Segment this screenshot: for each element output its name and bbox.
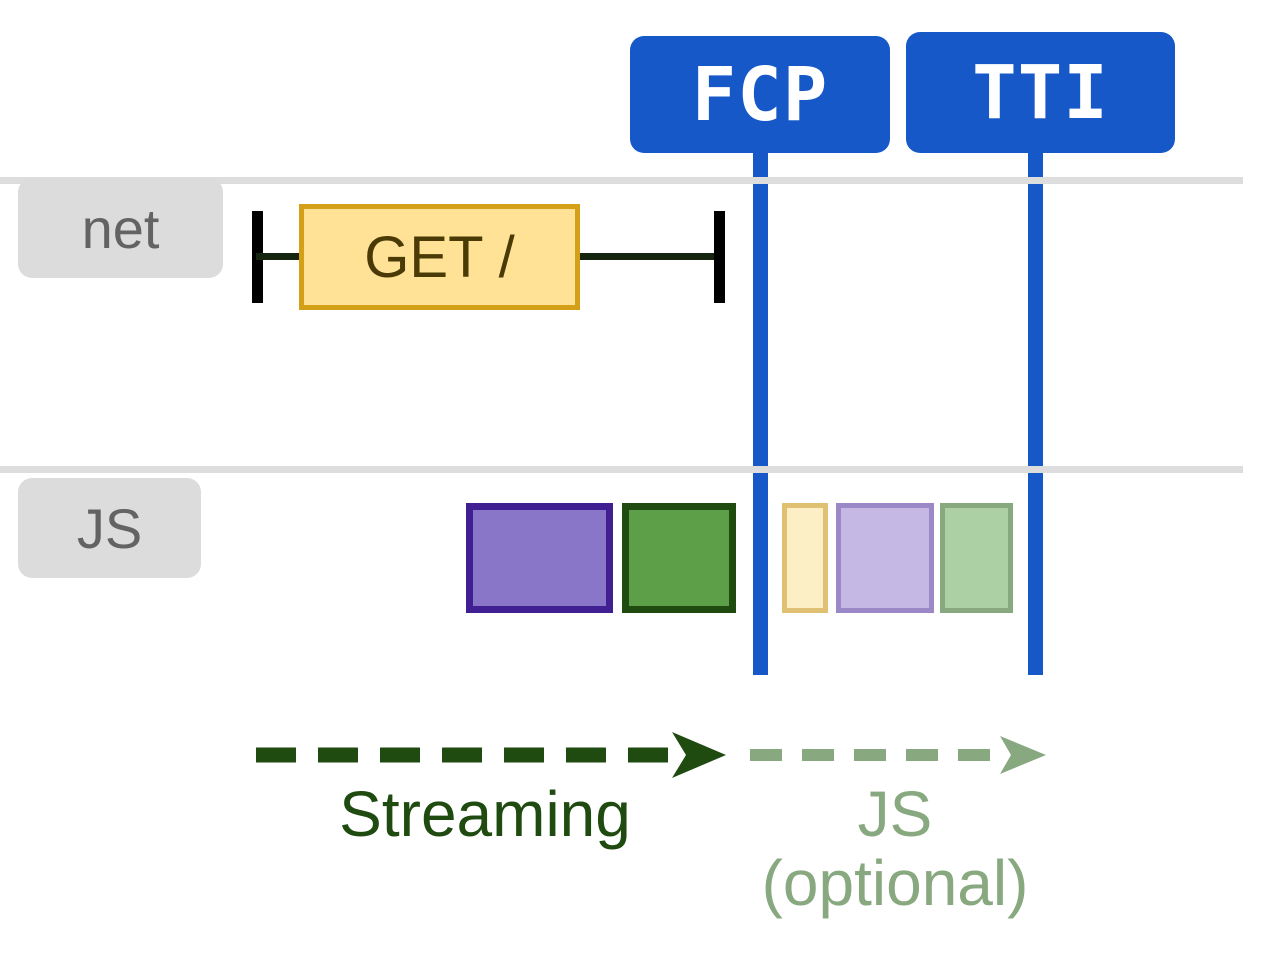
request-get-label: GET / [364, 224, 515, 290]
track-label-js: JS [18, 478, 201, 578]
phase-caption-streaming: Streaming [250, 778, 720, 850]
js-task-purple-opt [836, 503, 934, 613]
phase-caption-js-line1: JS [857, 778, 933, 850]
js-task-green [622, 503, 736, 613]
phase-caption-js-line2: (optional) [761, 847, 1029, 920]
track-label-net: net [18, 178, 223, 278]
js-task-green-opt [940, 503, 1013, 613]
track-label-js-text: JS [76, 496, 143, 560]
marker-line-fcp [753, 140, 768, 675]
streaming-arrow-icon [256, 732, 726, 778]
marker-label-fcp: FCP [630, 36, 890, 153]
phase-caption-streaming-text: Streaming [339, 778, 631, 850]
request-get-box: GET / [299, 204, 580, 310]
js-task-purple [466, 503, 613, 613]
track-label-net-text: net [81, 196, 160, 260]
phase-caption-js-optional: JS (optional) [745, 778, 1045, 920]
marker-line-tti [1028, 140, 1043, 675]
marker-label-tti: TTI [906, 32, 1175, 153]
track-rule-net [0, 177, 1243, 184]
track-rule-js [0, 466, 1243, 473]
marker-label-fcp-text: FCP [691, 51, 829, 138]
request-end-cap [714, 211, 725, 303]
js-optional-arrow-icon [750, 736, 1046, 774]
marker-label-tti-text: TTI [972, 49, 1109, 136]
js-task-yellow-opt [782, 503, 828, 613]
